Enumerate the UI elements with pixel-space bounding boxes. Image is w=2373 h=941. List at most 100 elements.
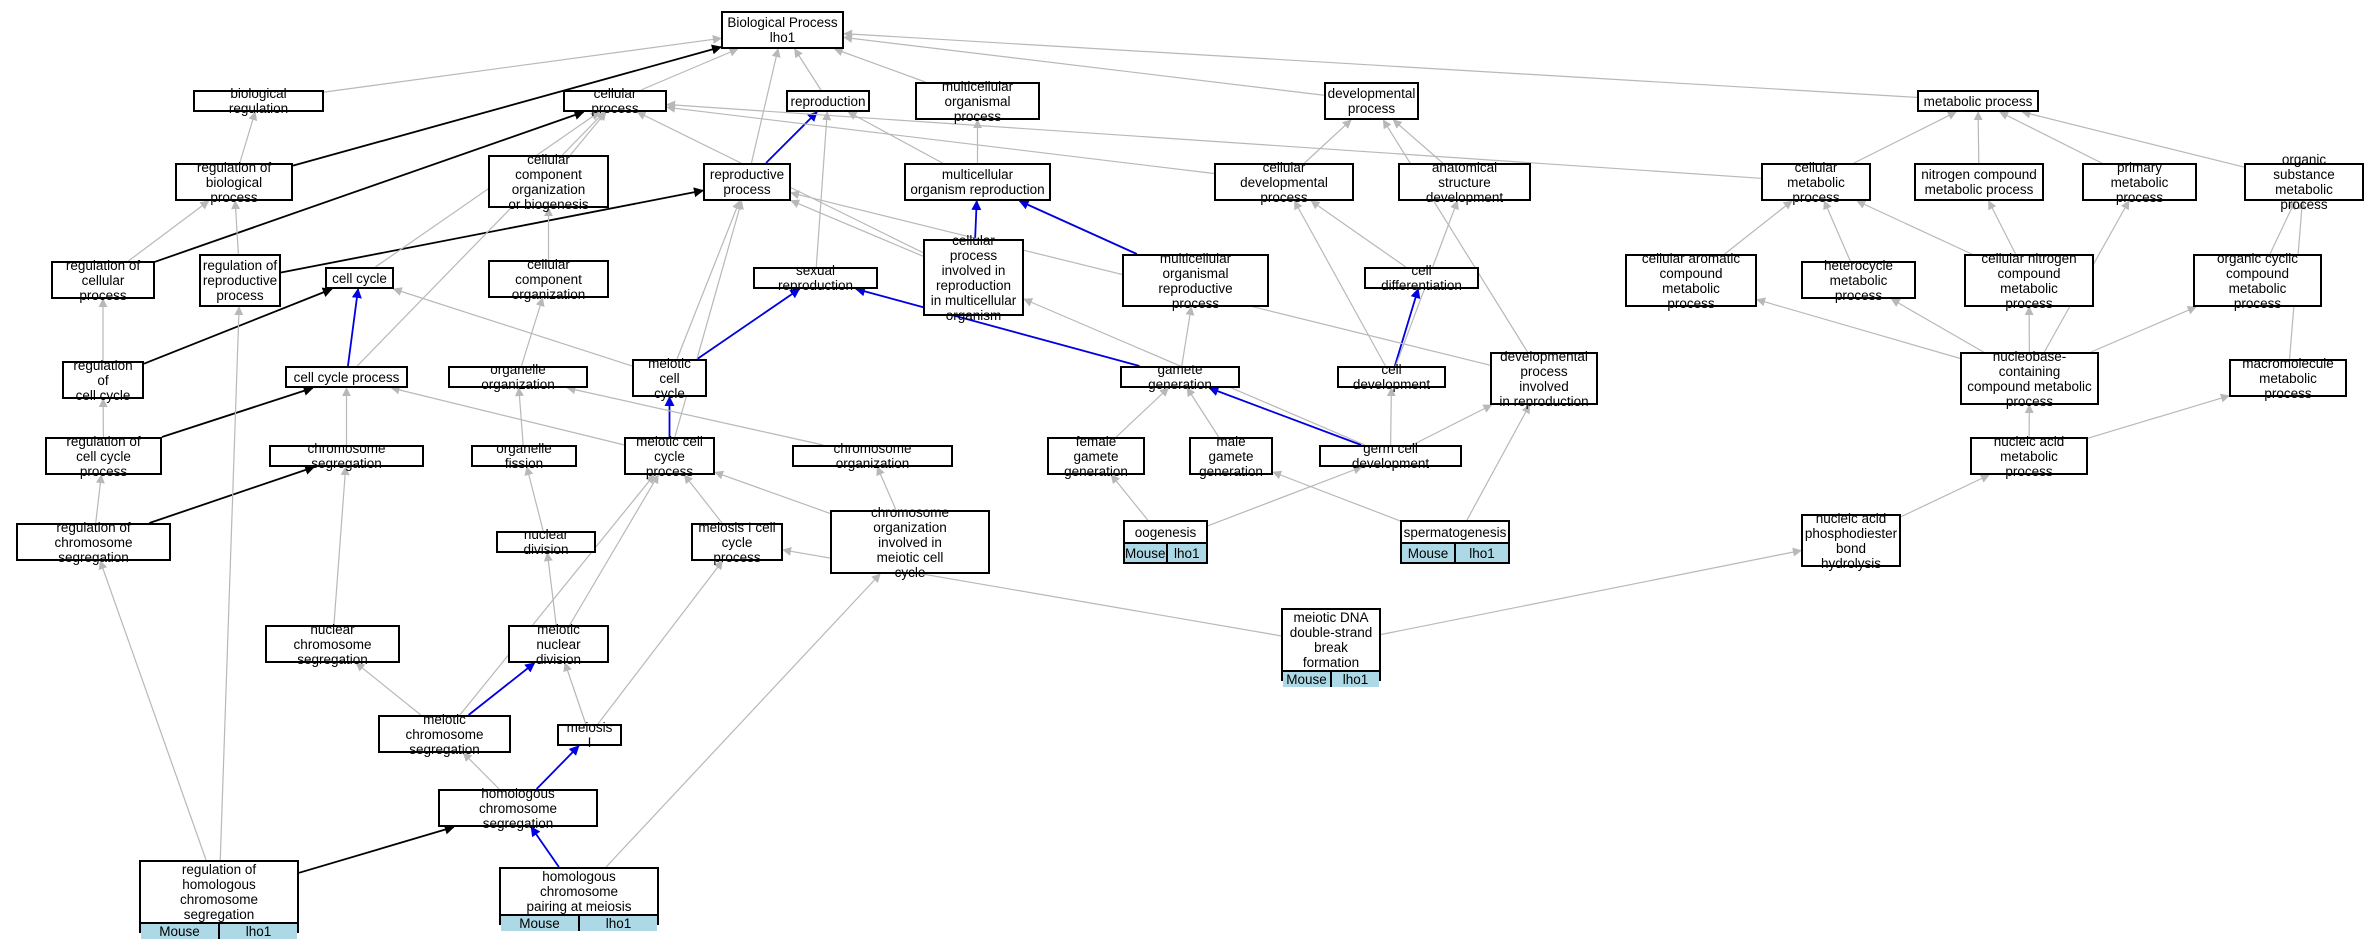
edge-mcc-to-sr <box>696 288 801 360</box>
node-nuclear-division[interactable]: nuclear division <box>496 527 596 557</box>
node-cell-differentiation[interactable]: cell differentiation <box>1364 263 1479 293</box>
edge-mnd-to-mccp <box>569 474 659 626</box>
node-chromosome-organization-involved-in-meiotic-cell-cycle[interactable]: chromosome organization involved in meio… <box>830 505 990 580</box>
node-meiotic-chromosome-segregation[interactable]: meiotic chromosome segregation <box>378 712 511 757</box>
node-cellular-developmental-process[interactable]: cellular developmental process <box>1214 160 1354 205</box>
node-label: meiotic chromosome segregation <box>405 711 484 757</box>
node-cellular-process[interactable]: cellular process <box>563 86 667 116</box>
node-meiotic-dna-double-strand-break-formation[interactable]: meiotic DNA double-strand break formatio… <box>1281 608 1381 687</box>
edge-rp-to-bp <box>750 48 781 164</box>
edge-cd-to-cdp <box>1293 200 1386 367</box>
node-organelle-fission[interactable]: organelle fission <box>471 441 577 471</box>
node-nucleobase-containing-compound-metabolic-process[interactable]: nucleobase-containing compound metabolic… <box>1960 349 2099 409</box>
node-metabolic-process[interactable]: metabolic process <box>1917 90 2039 112</box>
node-meiosis-i-cell-cycle-process[interactable]: meiosis I cell cycle process <box>691 520 783 565</box>
node-male-gamete-generation[interactable]: male gamete generation <box>1189 434 1273 479</box>
edge-cmp-to-cp <box>666 100 1762 179</box>
node-regulation-of-reproductive-process[interactable]: regulation of reproductive process <box>199 254 281 307</box>
node-cellular-component-organization-or-biogenesis[interactable]: cellular component organization or bioge… <box>488 152 609 212</box>
node-biological-regulation[interactable]: biological regulation <box>193 86 324 116</box>
node-label: developmental process <box>1327 86 1416 116</box>
node-meiotic-cell-cycle-process[interactable]: meiotic cell cycle process <box>624 434 715 479</box>
node-multicellular-organismal-reproductive-process[interactable]: multicellular organismal reproductive pr… <box>1122 251 1269 311</box>
node-meiotic-nuclear-division[interactable]: meiotic nuclear division <box>508 622 609 667</box>
edge-morp-to-mor <box>1018 200 1138 255</box>
edge-nbcmp-to-cacmp <box>1756 297 1961 359</box>
node-cellular-nitrogen-compound-metabolic-process[interactable]: cellular nitrogen compound metabolic pro… <box>1964 251 2094 311</box>
edge-mccp-to-ccp <box>390 385 625 446</box>
annotation-row: Mouse lho1 <box>141 922 297 939</box>
edge-mcc-to-rp <box>676 200 741 360</box>
node-label: meiosis I cell cycle process <box>698 519 776 565</box>
node-cellular-component-organization[interactable]: cellular component organization <box>488 257 609 302</box>
node-nitrogen-compound-metabolic-process[interactable]: nitrogen compound metabolic process <box>1914 163 2044 201</box>
node-sexual-reproduction[interactable]: sexual reproduction <box>753 263 878 293</box>
edge-namp-to-mmp <box>2087 393 2230 439</box>
node-nucleic-acid-metabolic-process[interactable]: nucleic acid metabolic process <box>1970 434 2088 479</box>
node-label: cell cycle <box>332 270 387 286</box>
node-organic-substance-metabolic-process[interactable]: organic substance metabolic process <box>2244 152 2364 212</box>
node-label: regulation of chromosome segregation <box>54 519 133 565</box>
edge-hcpm-to-coimcc <box>605 573 881 868</box>
node-anatomical-structure-development[interactable]: anatomical structure development <box>1398 160 1531 205</box>
node-reproduction[interactable]: reproduction <box>786 90 870 112</box>
node-regulation-of-biological-process[interactable]: regulation of biological process <box>175 160 293 205</box>
node-meiotic-cell-cycle[interactable]: meiotic cell cycle <box>632 356 707 401</box>
node-cellular-metabolic-process[interactable]: cellular metabolic process <box>1761 160 1871 205</box>
node-cellular-process-involved-in-reproduction[interactable]: cellular process involved in reproductio… <box>923 233 1024 323</box>
node-label: sexual reproduction <box>777 263 854 293</box>
node-homologous-chromosome-pairing-at-meiosis[interactable]: homologous chromosome pairing at meiosis… <box>499 867 659 931</box>
node-label: meiotic nuclear division <box>535 621 582 667</box>
edge-fgg-to-gg <box>1115 387 1169 438</box>
edge-mdsb-to-napbh <box>1380 547 1802 636</box>
annotation-row: Mouse lho1 <box>1125 542 1206 562</box>
edge-oog-to-gcd <box>1207 465 1363 527</box>
node-regulation-of-homologous-chromosome-segregation[interactable]: regulation of homologous chromosome segr… <box>139 860 299 939</box>
edge-spg-to-dpir <box>1466 404 1531 521</box>
node-cell-cycle[interactable]: cell cycle <box>325 267 394 289</box>
node-primary-metabolic-process[interactable]: primary metabolic process <box>2082 160 2197 205</box>
node-chromosome-organization[interactable]: chromosome organization <box>792 441 953 471</box>
node-organic-cyclic-compound-metabolic-process[interactable]: organic cyclic compound metabolic proces… <box>2193 251 2322 311</box>
node-label: cellular aromatic compound metabolic pro… <box>1641 250 1741 311</box>
node-regulation-of-cell-cycle[interactable]: regulation of cell cycle <box>62 358 144 403</box>
edge-mnd-to-nd <box>543 552 557 626</box>
edge-m1ccp-to-mccp <box>683 474 723 524</box>
node-spermatogenesis[interactable]: spermatogenesis Mouse lho1 <box>1400 520 1510 564</box>
node-chromosome-segregation[interactable]: chromosome segregation <box>269 441 424 471</box>
node-label: organelle organization <box>481 362 555 392</box>
node-regulation-of-cell-cycle-process[interactable]: regulation of cell cycle process <box>45 434 162 479</box>
node-label: regulation of cell cycle process <box>66 433 141 479</box>
node-cell-cycle-process[interactable]: cell cycle process <box>285 366 408 388</box>
edge-ncmp-to-metp <box>1973 111 1983 164</box>
node-reproductive-process[interactable]: reproductive process <box>703 163 791 201</box>
node-nuclear-chromosome-segregation[interactable]: nuclear chromosome segregation <box>265 622 400 667</box>
node-biological-process[interactable]: Biological Process lho1 <box>721 11 844 49</box>
node-female-gamete-generation[interactable]: female gamete generation <box>1047 434 1145 479</box>
node-regulation-of-cellular-process[interactable]: regulation of cellular process <box>51 258 155 303</box>
node-germ-cell-development[interactable]: germ cell development <box>1319 441 1462 471</box>
node-multicellular-organism-reproduction[interactable]: multicellular organism reproduction <box>904 163 1051 201</box>
node-label: nucleic acid metabolic process <box>1993 433 2065 479</box>
node-cellular-aromatic-compound-metabolic-process[interactable]: cellular aromatic compound metabolic pro… <box>1625 251 1757 311</box>
edge-spg-to-mgg <box>1272 470 1401 522</box>
node-macromolecule-metabolic-process[interactable]: macromolecule metabolic process <box>2229 356 2347 401</box>
edge-m1-to-m1ccp <box>597 560 724 725</box>
node-developmental-process[interactable]: developmental process <box>1324 82 1419 120</box>
node-heterocycle-metabolic-process[interactable]: heterocycle metabolic process <box>1801 258 1916 303</box>
node-homologous-chromosome-segregation[interactable]: homologous chromosome segregation <box>438 786 598 831</box>
edge-cdp-to-cp <box>666 103 1215 175</box>
node-organelle-organization[interactable]: organelle organization <box>448 362 588 392</box>
node-nucleic-acid-phosphodiester-bond-hydrolysis[interactable]: nucleic acid phosphodiester bond hydroly… <box>1801 511 1901 571</box>
node-multicellular-organismal-process[interactable]: multicellular organismal process <box>915 79 1040 124</box>
node-developmental-process-involved-in-reproduction[interactable]: developmental process involved in reprod… <box>1490 349 1598 409</box>
node-oogenesis[interactable]: oogenesis Mouse lho1 <box>1123 520 1208 564</box>
node-label: cellular process <box>591 86 639 116</box>
node-cell-development[interactable]: cell development <box>1337 362 1446 392</box>
edge-cpir-to-mor <box>971 200 982 240</box>
node-regulation-of-chromosome-segregation[interactable]: regulation of chromosome segregation <box>16 520 171 565</box>
node-meiosis-i[interactable]: meiosis I <box>557 720 622 750</box>
node-gamete-generation[interactable]: gamete generation <box>1120 362 1240 392</box>
edge-rhcs-to-hcs <box>298 824 455 874</box>
node-label: homologous chromosome segregation <box>478 785 558 831</box>
